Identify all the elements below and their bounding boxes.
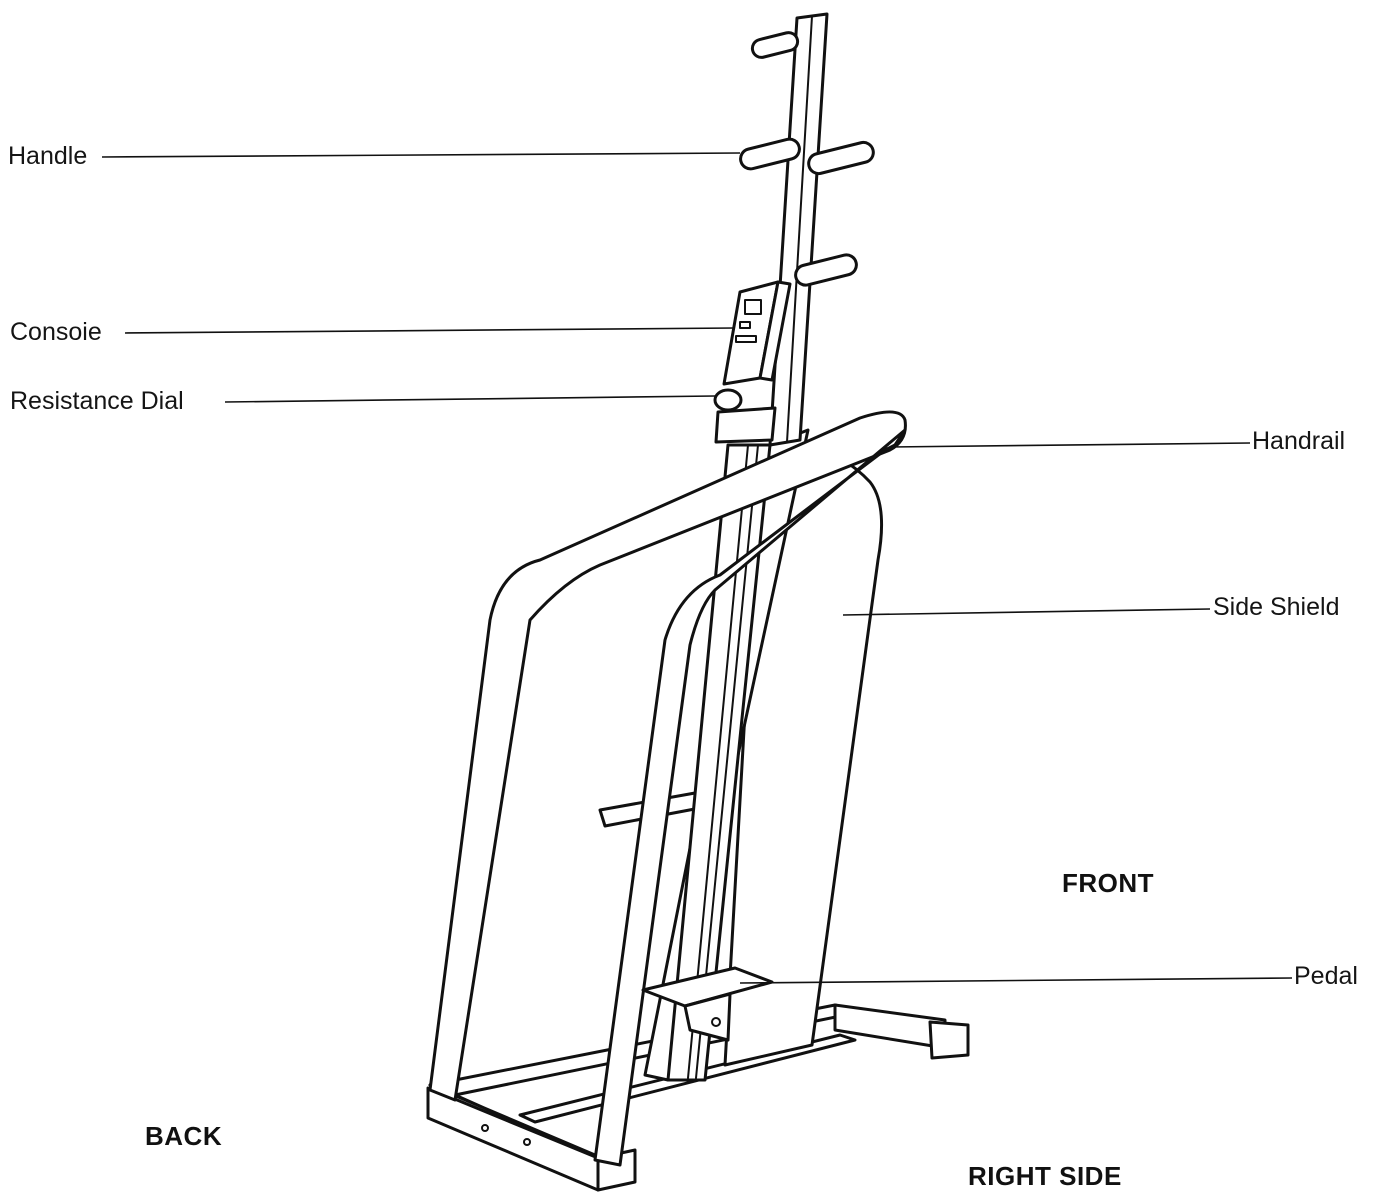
- console-unit: [722, 280, 792, 386]
- handrail-label: Handrail: [1252, 427, 1346, 455]
- back-orientation-label: BACK: [145, 1121, 223, 1151]
- console-label: Consoie: [10, 318, 102, 346]
- right-side-orientation-label: RIGHT SIDE: [968, 1161, 1122, 1191]
- handrail-frame: [428, 410, 907, 1167]
- handles: [739, 31, 875, 287]
- handle-label: Handle: [8, 142, 88, 170]
- resistance-dial-knob: [713, 388, 777, 444]
- front-pedal-shape: [641, 966, 774, 1042]
- resistance-dial-label: Resistance Dial: [10, 387, 184, 415]
- pedal-label: Pedal: [1294, 962, 1358, 990]
- front-orientation-label: FRONT: [1062, 868, 1155, 898]
- side-shield-label: Side Shield: [1213, 593, 1340, 621]
- mast: [643, 12, 829, 1082]
